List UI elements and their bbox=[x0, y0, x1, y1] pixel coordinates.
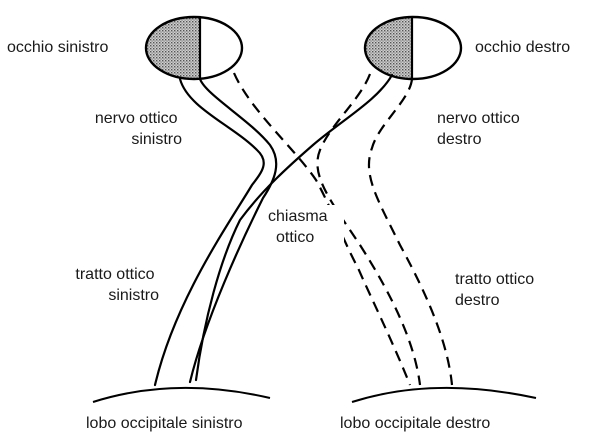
left-optic-tract-label-line1: tratto ottico bbox=[75, 266, 154, 283]
right-optic-tract-label: tratto ottico destro bbox=[455, 271, 539, 309]
right-optic-nerve-label-line2: destro bbox=[437, 131, 482, 148]
left-optic-nerve-label-line1: nervo ottico bbox=[95, 110, 178, 127]
right-eye-label: occhio destro bbox=[475, 39, 570, 56]
optic-chiasm-label: chiasma ottico bbox=[268, 208, 332, 246]
left-eye-outline bbox=[144, 15, 244, 81]
optic-chiasm-label-line1: chiasma bbox=[268, 208, 328, 225]
right-occipital-lobe-label: lobo occipitale destro bbox=[340, 415, 490, 432]
right-optic-tract-label-line1: tratto ottico bbox=[455, 271, 534, 288]
right-occipital-lobe-arc bbox=[351, 386, 537, 403]
chiasm-label-background bbox=[262, 205, 344, 249]
left-optic-nerve-label-line2: sinistro bbox=[131, 131, 182, 148]
left-optic-tract-label: tratto ottico sinistro bbox=[75, 266, 159, 304]
left-pathway-outer-line bbox=[153, 77, 265, 387]
right-pathway-inner-line-dashed bbox=[367, 78, 454, 386]
right-optic-tract-label-line2: destro bbox=[455, 292, 500, 309]
right-eye bbox=[363, 15, 463, 81]
right-pathway-outer-line-dashed bbox=[316, 73, 422, 386]
left-occipital-lobe-label: lobo occipitale sinistro bbox=[86, 415, 243, 432]
left-optic-tract-label-line2: sinistro bbox=[108, 287, 159, 304]
left-occipital-lobe-arc bbox=[92, 386, 271, 403]
right-optic-nerve-label: nervo ottico destro bbox=[437, 110, 524, 148]
left-pathway-inner-line bbox=[188, 77, 278, 384]
left-eye bbox=[144, 15, 244, 81]
optic-chiasm-label-line2: ottico bbox=[276, 229, 314, 246]
right-eye-crossing-fibre bbox=[194, 73, 394, 382]
left-optic-nerve-label: nervo ottico sinistro bbox=[95, 110, 182, 148]
left-eye-label: occhio sinistro bbox=[7, 39, 108, 56]
right-optic-nerve-label-line1: nervo ottico bbox=[437, 110, 520, 127]
